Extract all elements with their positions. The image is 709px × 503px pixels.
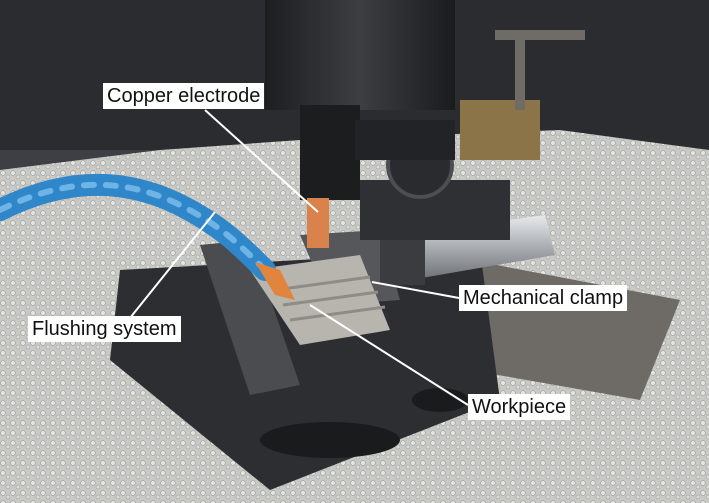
leader-line-electrode [204, 109, 319, 213]
label-copper-electrode: Copper electrode [103, 83, 265, 109]
copper-electrode [307, 198, 329, 248]
vise-slot [260, 422, 400, 458]
electrode-holder [300, 105, 360, 200]
machine-head [265, 0, 455, 110]
leader-line-workpiece [309, 304, 469, 406]
leader-line-flushing [129, 211, 216, 319]
vise-base [110, 250, 500, 490]
vise-jaw-left [200, 240, 300, 395]
leader-line-clamp [371, 281, 460, 299]
flushing-nozzle [255, 262, 295, 300]
vise-slot [412, 388, 468, 412]
label-workpiece: Workpiece [468, 394, 571, 420]
label-flushing-system: Flushing system [28, 316, 181, 342]
clamp-nut [380, 240, 425, 285]
label-mechanical-clamp: Mechanical clamp [459, 285, 628, 311]
brass-clamp [460, 100, 540, 160]
